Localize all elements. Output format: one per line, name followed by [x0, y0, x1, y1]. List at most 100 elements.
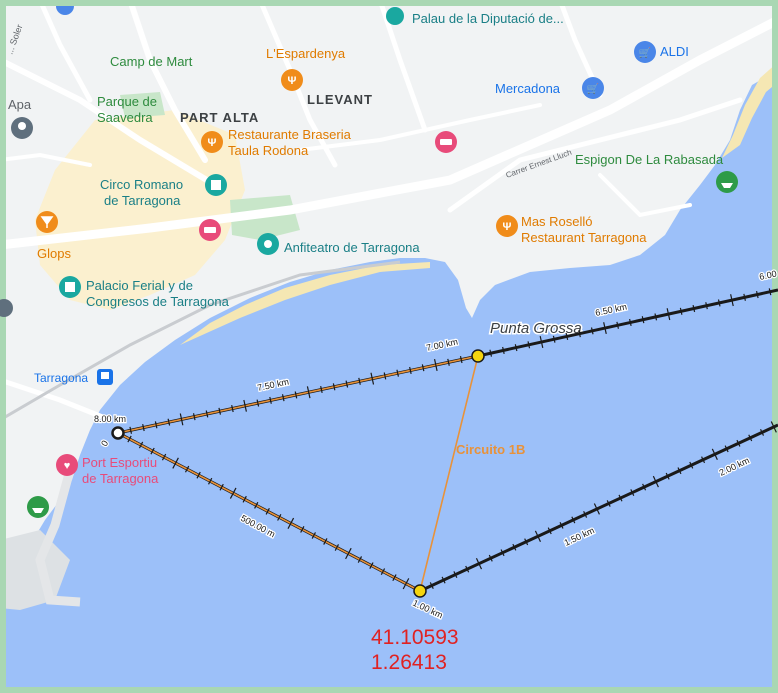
svg-text:🛒: 🛒	[587, 82, 599, 95]
poi-circo-romano[interactable]	[205, 174, 227, 196]
tick-mark	[689, 461, 694, 469]
circuit-point-south[interactable]	[413, 584, 427, 598]
boat-icon	[716, 171, 738, 193]
poi-palacio-ferial[interactable]	[59, 276, 81, 298]
tick-mark	[514, 344, 518, 352]
poi-apa[interactable]	[11, 117, 33, 139]
distance-label: 0	[99, 439, 110, 448]
tick-mark	[294, 391, 298, 399]
tick-mark	[409, 366, 412, 375]
shopping-cart-icon	[582, 77, 604, 99]
tick-mark	[652, 475, 659, 488]
label-apa: Apa	[8, 97, 32, 112]
tick-mark	[396, 369, 399, 377]
label-top-mid: Palau de la Diputació de...	[412, 11, 564, 26]
tick-mark	[179, 413, 184, 426]
boat-icon	[27, 496, 49, 518]
tick-mark	[593, 503, 600, 515]
tick-mark	[358, 377, 361, 385]
tick-mark	[357, 556, 363, 563]
tick-mark	[172, 457, 179, 469]
poi-ferry[interactable]	[27, 496, 49, 518]
poi-anfiteatro[interactable]	[257, 233, 279, 255]
tick-mark	[345, 380, 349, 388]
tick-mark	[692, 304, 696, 313]
label-palacio-1: Palacio Ferial y de	[86, 278, 193, 293]
poi-aldi[interactable]: 🛒	[634, 41, 656, 63]
poi-port-esportiu[interactable]: ♥	[56, 454, 78, 476]
tick-mark	[512, 543, 517, 551]
poi-tarragona-station[interactable]	[97, 369, 113, 385]
tick-mark	[665, 472, 670, 480]
label-anfiteatro: Anfiteatro de Tarragona	[284, 240, 420, 255]
tick-mark	[150, 447, 155, 455]
poi-hotel-2[interactable]	[199, 219, 221, 241]
tick-mark	[167, 418, 171, 426]
tick-mark	[743, 293, 746, 301]
tick-mark	[629, 318, 632, 327]
tick-mark	[583, 511, 588, 518]
tick-mark	[142, 424, 145, 432]
tick-mark	[138, 441, 144, 449]
poi-glops[interactable]	[36, 211, 58, 233]
tick-mark	[679, 307, 683, 315]
svg-text:Ψ: Ψ	[503, 221, 512, 233]
tick-mark	[231, 404, 234, 413]
tick-mark	[205, 410, 209, 418]
tick-mark	[332, 383, 336, 391]
tick-mark	[578, 330, 581, 338]
route-start-point[interactable]	[111, 426, 125, 440]
tick-mark	[755, 291, 759, 299]
tick-mark	[281, 394, 285, 402]
restaurant-icon	[281, 69, 303, 91]
route-line-black	[419, 423, 778, 593]
tick-mark	[323, 538, 328, 545]
tick-mark	[606, 500, 611, 507]
label-circo-1: Circo Romano	[100, 177, 183, 192]
route-lines	[117, 288, 778, 593]
tick-mark	[770, 421, 777, 433]
tick-mark	[616, 321, 619, 329]
label-circo-2: de Tarragona	[104, 193, 181, 208]
tick-mark	[453, 571, 458, 579]
tick-mark	[334, 544, 340, 551]
distance-label: 6.00	[758, 269, 777, 282]
tick-mark	[768, 288, 772, 296]
tick-mark	[590, 327, 594, 335]
tick-mark	[345, 547, 352, 560]
tick-mark	[218, 407, 222, 415]
label-braseria-1: Restaurante Braseria	[228, 127, 352, 142]
poi-espardenya[interactable]: Ψ	[281, 69, 303, 91]
tick-mark	[320, 385, 323, 394]
tick-mark	[229, 487, 237, 499]
label-tarragona: Tarragona	[34, 371, 88, 385]
poi-espigon[interactable]	[716, 171, 738, 193]
svg-text:♥: ♥	[64, 460, 71, 472]
poi-marker-teal[interactable]	[386, 7, 404, 25]
poi-left-edge[interactable]	[0, 299, 13, 317]
tick-mark	[603, 322, 607, 335]
tick-mark	[736, 439, 741, 447]
tick-mark	[547, 527, 552, 535]
poi-hotel-1[interactable]	[435, 131, 457, 153]
svg-text:Ψ: Ψ	[208, 137, 217, 149]
label-port-1: Port Esportiu	[82, 455, 157, 470]
circuit-point-punta-grossa[interactable]	[471, 349, 485, 363]
poi-mas-rosello[interactable]: Ψ	[496, 215, 518, 237]
tick-mark	[265, 507, 270, 515]
poi-mercadona[interactable]: 🛒	[582, 77, 604, 99]
tick-mark	[369, 562, 374, 569]
tick-mark	[630, 489, 635, 496]
tick-mark	[370, 372, 375, 385]
poi-marker-blue[interactable]	[56, 0, 74, 15]
label-espigon: Espigon De La Rabasada	[575, 152, 724, 167]
tick-mark	[459, 356, 463, 364]
tick-mark	[711, 448, 718, 460]
tick-mark	[666, 308, 671, 321]
tick-mark	[502, 346, 505, 354]
tick-mark	[730, 294, 734, 307]
tick-mark	[243, 399, 247, 412]
poi-braseria[interactable]: Ψ	[201, 131, 223, 153]
